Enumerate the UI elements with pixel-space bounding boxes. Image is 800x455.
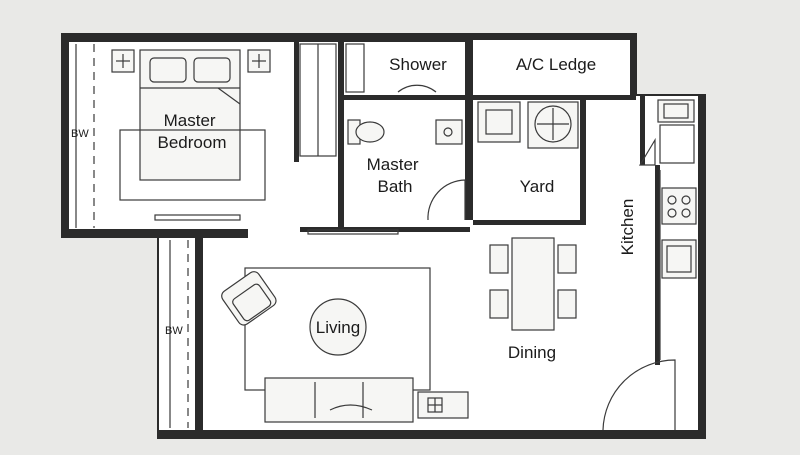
bath-basin	[435, 119, 463, 145]
cooktop	[661, 187, 697, 225]
bay-window-top: BW	[71, 44, 95, 228]
kitchen-label: Kitchen	[618, 199, 637, 256]
master-bed	[139, 49, 241, 181]
bedside-table-left	[111, 49, 135, 73]
coffee-table	[309, 298, 367, 356]
kitchen-cabinet	[659, 124, 695, 164]
dining-set	[489, 237, 577, 331]
bath-door-swing	[427, 179, 466, 221]
shower-label: Shower	[389, 55, 447, 74]
bedroom-rug	[119, 129, 266, 201]
bedside-table-right	[247, 49, 271, 73]
kitchen-sink	[661, 239, 697, 279]
entrance-door-swing	[602, 359, 676, 431]
ac-ledge-label: A/C Ledge	[516, 55, 596, 74]
sliding-door-track	[307, 229, 399, 235]
bay-window-top-label: BW	[71, 128, 89, 140]
master-bedroom-label: Master Bedroom	[158, 111, 227, 152]
bay-window-bottom-label: BW	[165, 325, 183, 337]
fridge	[657, 99, 695, 123]
washing-machine	[477, 101, 521, 143]
wardrobe	[299, 43, 337, 157]
armchair	[221, 271, 277, 326]
living-label: Living	[316, 318, 360, 337]
bay-window-bottom: BW	[165, 240, 189, 428]
master-bath-label: Master Bath	[367, 155, 424, 196]
kitchen-door	[638, 137, 656, 166]
sofa	[264, 377, 414, 423]
dining-label: Dining	[508, 343, 556, 362]
shower-door-swing	[397, 84, 437, 93]
shower-glass	[345, 43, 365, 93]
side-table	[417, 391, 469, 419]
dryer	[527, 101, 579, 149]
yard-label: Yard	[520, 177, 555, 196]
bedroom-window-sill	[154, 214, 241, 221]
toilet	[347, 119, 385, 145]
